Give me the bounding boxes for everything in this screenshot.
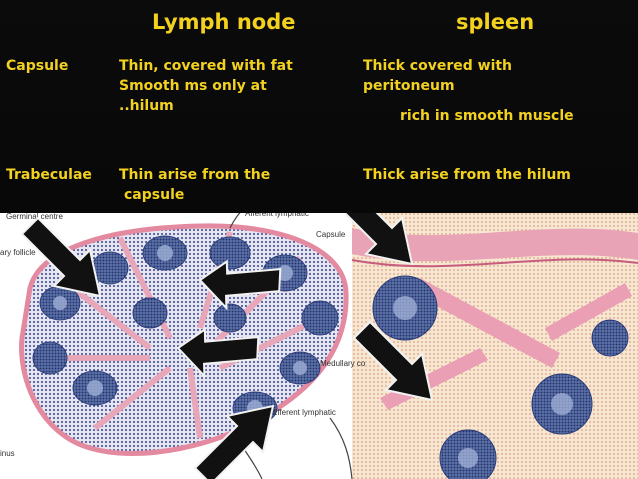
label-medullary-cord: Medullary co [320,359,366,368]
spleen-title: spleen [456,10,535,34]
arrow-capsule-spleen-icon [338,208,414,266]
label-sinus: inus [0,449,15,458]
arrow-capsule-lymph-icon [20,216,102,298]
spleen-capsule-line-2: peritoneum [363,78,455,94]
label-germinal-centre: Germinal centre [6,212,63,221]
spleen-capsule-line-1: Thick covered with [363,58,513,74]
label-capsule: Capsule [316,230,346,239]
arrow-trabecula-mid-icon [176,327,260,379]
arrow-trabecula-lymph-icon [198,259,282,311]
spleen-trabeculae-line-1: Thick arise from the hilum [363,167,571,183]
arrow-trabecula-spleen-icon [352,320,434,402]
label-efferent-lymphatic: Efferent lymphatic [272,408,336,417]
row-label-trabeculae: Trabeculae [6,167,92,183]
histology-illustration: Germinal centre ary follicle Afferent ly… [0,208,638,479]
lymph-capsule-line-3: ..hilum [119,98,174,114]
arrow-hilum-icon [193,404,275,479]
lymph-node-title: Lymph node [152,10,296,34]
label-afferent-lymphatic: Afferent lymphatic [245,209,309,218]
comparison-table: Lymph node spleen Capsule Thin, covered … [0,0,638,213]
lymph-capsule-line-2: Smooth ms only at [119,78,267,94]
lymph-trabeculae-line-2: capsule [124,187,185,203]
row-label-capsule: Capsule [6,58,69,74]
spleen-capsule-line-3: rich in smooth muscle [400,108,574,124]
lymph-capsule-line-1: Thin, covered with fat [119,58,293,74]
lymph-trabeculae-line-1: Thin arise from the [119,167,271,183]
label-primary-follicle: ary follicle [0,248,36,257]
